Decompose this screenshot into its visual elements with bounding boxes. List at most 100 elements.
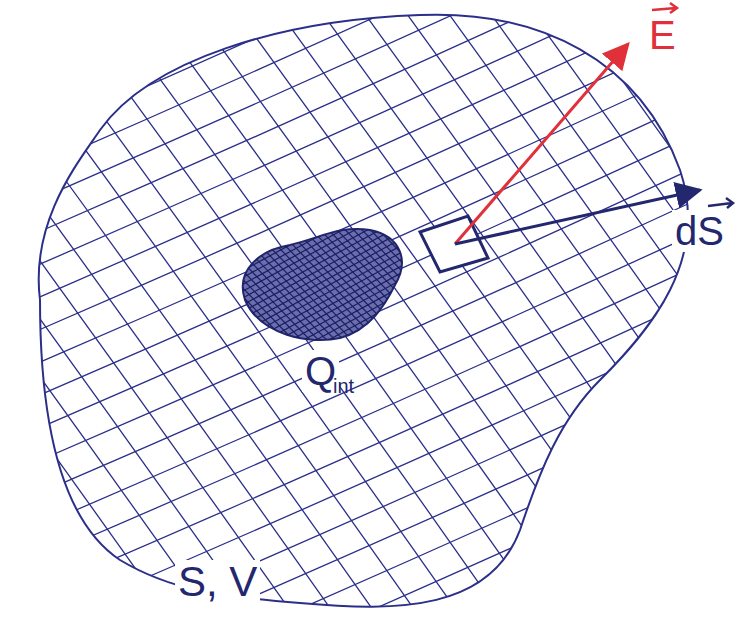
grid-line	[0, 545, 740, 619]
grid-line	[0, 0, 740, 185]
vector-label: dS	[672, 210, 727, 252]
grid-line	[0, 0, 740, 541]
grid-line	[0, 57, 325, 619]
grid-line	[0, 54, 740, 619]
vector-overarrow	[652, 3, 677, 13]
grid-line	[451, 0, 740, 523]
grid-line	[8, 0, 740, 619]
charge-subscript: int	[333, 376, 354, 396]
grid-line	[36, 0, 740, 619]
grid-line	[506, 0, 740, 484]
grid-line	[0, 176, 159, 619]
grid-line	[368, 0, 740, 583]
grid-line	[534, 0, 740, 464]
grid-line	[0, 33, 740, 619]
grid-line	[0, 0, 740, 557]
grid-line	[0, 18, 740, 619]
surface-element	[420, 216, 488, 272]
area-vector	[455, 190, 700, 244]
grid-line	[0, 0, 740, 75]
grid-line	[0, 0, 435, 619]
grid-line	[146, 0, 740, 619]
grid-line	[0, 107, 740, 619]
grid-line	[63, 0, 740, 619]
grid-line	[0, 0, 657, 619]
grid-line	[0, 7, 740, 619]
grid-line	[0, 408, 740, 619]
grid-line	[0, 0, 722, 619]
grid-line	[0, 490, 740, 619]
grid-line	[0, 0, 740, 239]
grid-line	[0, 136, 214, 619]
grid-line	[0, 572, 740, 619]
grid-line	[0, 0, 740, 520]
grid-line	[0, 0, 740, 431]
grid-line	[0, 435, 740, 619]
grid-line	[0, 0, 740, 513]
grid-line	[561, 0, 740, 444]
grid-line	[0, 0, 740, 605]
grid-line	[0, 116, 242, 619]
grid-line	[0, 49, 740, 619]
grid-line	[0, 0, 740, 589]
grid-line	[0, 0, 601, 619]
grid-line	[0, 0, 740, 541]
grid-line	[0, 0, 740, 212]
vector-overarrow	[708, 198, 733, 208]
grid-line	[0, 0, 740, 583]
closed-surface-outline	[39, 15, 688, 607]
grid-line	[0, 77, 297, 619]
grid-line	[340, 0, 740, 603]
grid-line	[0, 0, 740, 267]
grid-line	[0, 0, 740, 404]
grid-line	[0, 0, 740, 20]
grid-line	[0, 44, 740, 619]
grid-line	[0, 353, 740, 619]
grid-line	[0, 0, 740, 531]
grid-line	[0, 0, 684, 619]
grid-line	[0, 28, 740, 619]
